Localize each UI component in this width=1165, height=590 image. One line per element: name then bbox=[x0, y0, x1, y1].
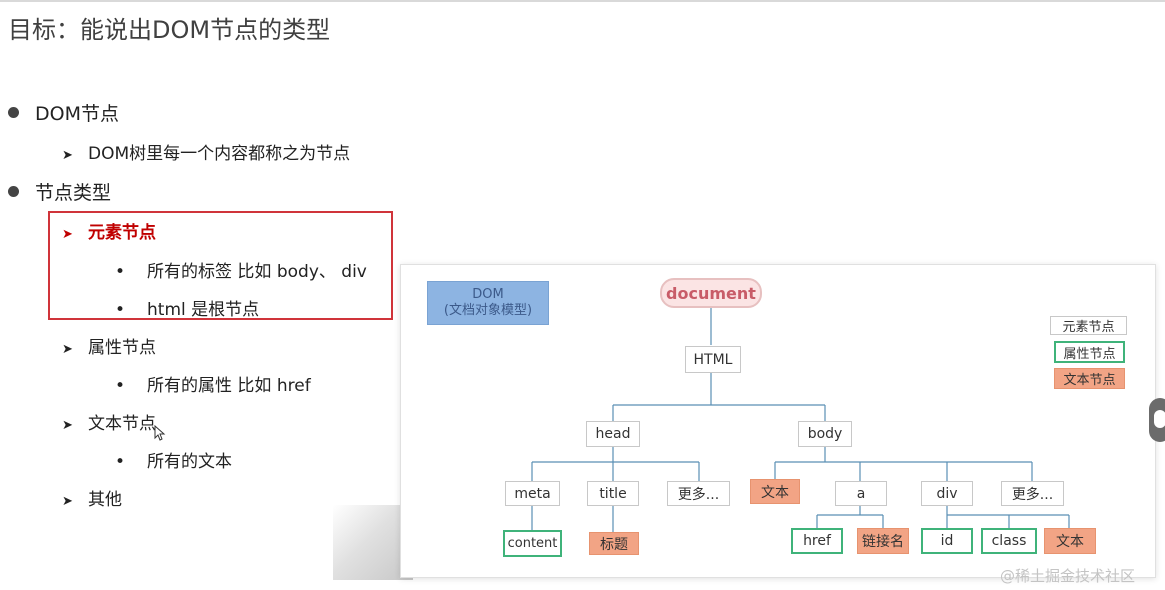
arrow-bullet-icon: ➤ bbox=[62, 342, 73, 357]
diagram-shadow bbox=[333, 505, 413, 580]
subbullet-attribute-node-label: 属性节点 bbox=[88, 338, 156, 358]
bullet-dom-node-label: DOM节点 bbox=[35, 103, 119, 125]
small-dot-icon: • bbox=[115, 452, 126, 472]
highlight-box bbox=[48, 211, 393, 320]
node-link-name: 链接名 bbox=[857, 528, 909, 554]
subbullet-dom-tree: ➤ DOM树里每一个内容都称之为节点 bbox=[62, 139, 350, 164]
bullet-node-types: 节点类型 bbox=[8, 178, 111, 205]
node-meta: meta bbox=[505, 481, 560, 506]
node-head: head bbox=[586, 421, 640, 447]
top-divider bbox=[0, 0, 1165, 2]
node-body-more: 更多... bbox=[1001, 481, 1064, 506]
item-html-root: • html 是根节点 bbox=[115, 295, 259, 320]
bullet-dot-icon bbox=[8, 107, 19, 118]
subbullet-other-label: 其他 bbox=[88, 490, 122, 510]
watermark: @稀土掘金技术社区 bbox=[1000, 567, 1136, 585]
subbullet-element-node-label: 元素节点 bbox=[88, 223, 156, 243]
bullet-dot-icon bbox=[8, 186, 19, 197]
subbullet-element-node: ➤ 元素节点 bbox=[62, 218, 156, 243]
node-document: document bbox=[660, 278, 762, 308]
slide-title: 目标：能说出DOM节点的类型 bbox=[8, 16, 331, 44]
item-all-attributes-label: 所有的属性 比如 href bbox=[147, 376, 311, 396]
legend-element-node: 元素节点 bbox=[1050, 316, 1127, 335]
subbullet-other: ➤ 其他 bbox=[62, 485, 122, 510]
item-all-text-label: 所有的文本 bbox=[147, 452, 233, 472]
item-all-tags-label: 所有的标签 比如 body、 div bbox=[147, 262, 367, 282]
dom-label-line2: (文档对象模型) bbox=[443, 303, 533, 318]
node-html: HTML bbox=[685, 346, 741, 373]
node-title-text: 标题 bbox=[589, 532, 639, 555]
node-title: title bbox=[587, 481, 639, 506]
item-all-text: • 所有的文本 bbox=[115, 447, 232, 472]
node-div: div bbox=[921, 481, 973, 506]
node-href: href bbox=[791, 528, 843, 554]
small-dot-icon: • bbox=[115, 376, 126, 396]
dom-label-box: DOM (文档对象模型) bbox=[427, 281, 549, 325]
item-all-tags: • 所有的标签 比如 body、 div bbox=[115, 257, 367, 282]
small-dot-icon: • bbox=[115, 300, 126, 320]
item-all-attributes: • 所有的属性 比如 href bbox=[115, 371, 311, 396]
node-a: a bbox=[835, 481, 887, 506]
subbullet-text-node: ➤ 文本节点 bbox=[62, 409, 156, 434]
side-panel-handle[interactable] bbox=[1149, 398, 1165, 442]
arrow-bullet-icon: ➤ bbox=[62, 227, 73, 242]
arrow-bullet-icon: ➤ bbox=[62, 418, 73, 433]
bullet-dom-node: DOM节点 bbox=[8, 99, 119, 126]
mouse-cursor-icon bbox=[154, 425, 166, 441]
subbullet-attribute-node: ➤ 属性节点 bbox=[62, 333, 156, 358]
node-body: body bbox=[798, 421, 852, 447]
node-head-more: 更多... bbox=[667, 481, 730, 506]
handle-grip-icon bbox=[1154, 410, 1165, 428]
small-dot-icon: • bbox=[115, 262, 126, 282]
legend-attribute-node: 属性节点 bbox=[1054, 341, 1125, 363]
bullet-node-types-label: 节点类型 bbox=[35, 182, 112, 204]
node-id: id bbox=[921, 528, 973, 554]
subbullet-dom-tree-label: DOM树里每一个内容都称之为节点 bbox=[88, 144, 351, 164]
arrow-bullet-icon: ➤ bbox=[62, 494, 73, 509]
node-div-text: 文本 bbox=[1044, 528, 1096, 554]
node-class: class bbox=[981, 528, 1037, 554]
item-html-root-label: html 是根节点 bbox=[147, 300, 260, 320]
node-content: content bbox=[503, 530, 562, 557]
subbullet-text-node-label: 文本节点 bbox=[88, 414, 156, 434]
dom-label-line1: DOM bbox=[472, 287, 504, 302]
legend-text-node: 文本节点 bbox=[1054, 368, 1125, 389]
tree-connectors bbox=[531, 307, 1070, 532]
arrow-bullet-icon: ➤ bbox=[62, 148, 73, 163]
node-body-text: 文本 bbox=[750, 479, 800, 504]
dom-tree-diagram: DOM (文档对象模型) document HTML head body met… bbox=[400, 264, 1156, 578]
